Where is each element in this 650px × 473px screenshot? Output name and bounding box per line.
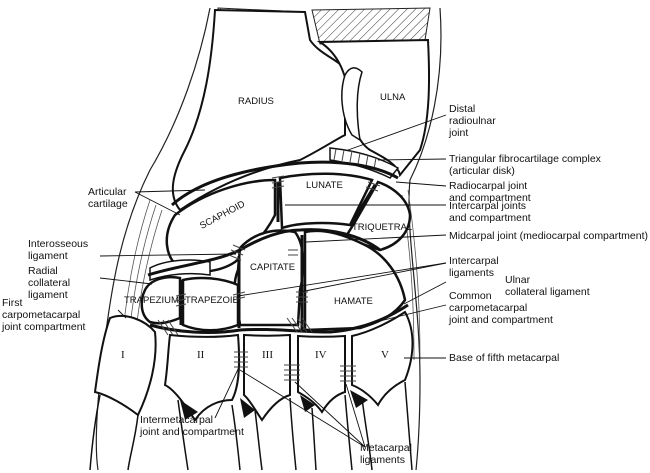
- radiocarpal-joint-line: [171, 160, 399, 207]
- radius-label: RADIUS: [238, 96, 274, 107]
- articular-cartilage-label: Articular cartilage: [88, 186, 128, 210]
- radiocarpal-joint-label: Radiocarpal joint and compartment: [449, 180, 531, 204]
- metacarpal-label-3: III: [262, 349, 273, 361]
- intermetacarpal-joint-label: Intermetacarpal joint and compartment: [140, 414, 244, 438]
- capitate-label: CAPITATE: [250, 262, 296, 273]
- metacarpal-shadows: [180, 390, 368, 420]
- intercarpal-joints-label: Intercarpal joints and compartment: [449, 200, 531, 224]
- metacarpal-shafts: [89, 381, 413, 471]
- interosseous-ligament-label: Interosseous ligament: [28, 238, 89, 262]
- metacarpal-label-2: II: [197, 349, 205, 361]
- metacarpal-ligaments-label: Metacarpal ligaments: [360, 442, 412, 466]
- lunate-label: LUNATE: [306, 180, 343, 191]
- metacarpal-1: [93, 314, 157, 417]
- ulnar-styloid: [341, 67, 363, 142]
- intercarpal-channel-2: [348, 184, 377, 227]
- trapezium-label: TRAPEZIUM: [124, 295, 179, 306]
- triquetral-label: TRIQUETRAL: [352, 222, 413, 233]
- hamate-label: HAMATE: [334, 296, 373, 307]
- forearm-outline: [95, 7, 211, 471]
- trapezium-bone: [140, 275, 182, 325]
- metacarpal-label-1: I: [121, 349, 125, 361]
- metacarpal-label-5: V: [381, 349, 389, 361]
- intercarpal-ligaments-label: Intercarpal ligaments: [449, 255, 499, 279]
- ligament-marks: [157, 175, 381, 382]
- leader-lines: [99, 114, 447, 448]
- first-carpometacarpal-label: First carpometacarpal joint compartment: [2, 297, 86, 333]
- metacarpal-label-4: IV: [315, 349, 327, 361]
- capitate-bone: [233, 229, 305, 327]
- ulna-cut-surface: [311, 7, 431, 45]
- midcarpal-joint-label: Midcarpal joint (mediocarpal compartment…: [449, 230, 648, 242]
- common-carpometacarpal-label: Common carpometacarpal joint and compart…: [449, 290, 553, 326]
- metacarpal-2: [163, 333, 241, 422]
- lunate-bone: [278, 172, 374, 230]
- base-fifth-metacarpal-label: Base of fifth metacarpal: [449, 352, 560, 364]
- trapezoid-label: TRAPEZOID: [185, 295, 240, 306]
- metacarpal-4: [297, 334, 346, 414]
- tfcc-ligament-lines: [333, 148, 377, 170]
- ulnar-collateral-ligament-label: Ulnar collateral ligament: [505, 274, 590, 298]
- distal-radioulnar-joint-label: Distal radioulnar joint: [449, 103, 496, 139]
- radial-collateral-ligament-label: Radial collateral ligament: [28, 265, 71, 301]
- metacarpal-5: [351, 310, 414, 407]
- forearm-outline-ulnar: [408, 7, 442, 471]
- triquetral-bone: [343, 180, 412, 252]
- midcarpal-joint-line: [147, 228, 381, 277]
- metacarpal-3: [243, 333, 291, 422]
- tfcc-label: Triangular fibrocartilage complex (artic…: [449, 153, 601, 177]
- ulna-label: ULNA: [380, 92, 406, 103]
